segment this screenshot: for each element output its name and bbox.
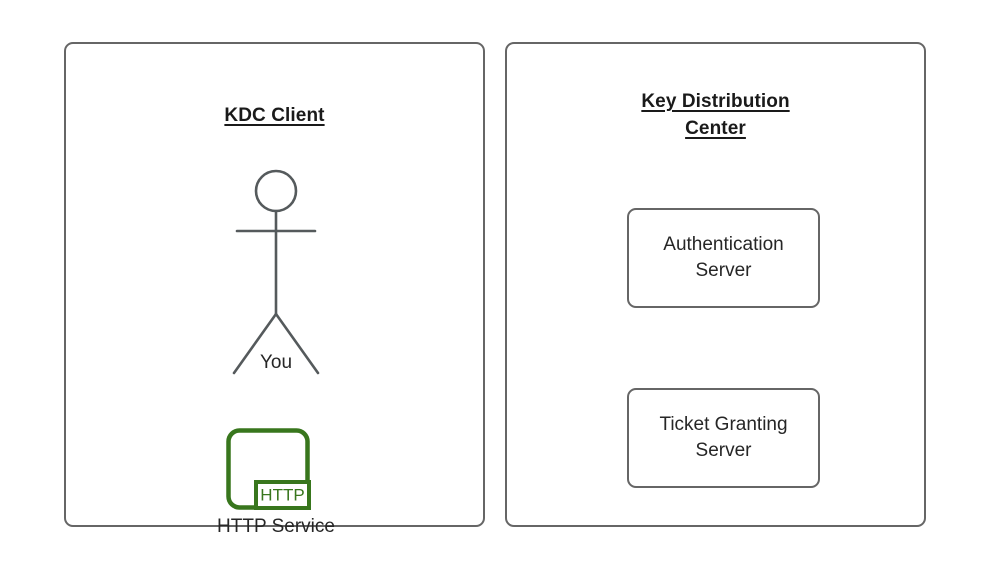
authentication-server-label: Authentication Server — [663, 232, 783, 284]
authentication-server-line-1: Authentication — [663, 234, 784, 255]
ticket-granting-server-box: Ticket Granting Server — [627, 388, 820, 488]
http-service-icon: HTTP — [226, 428, 311, 510]
kdc-client-title: KDC Client — [66, 102, 483, 129]
kdc-client-panel: KDC Client You HTTP HTTP Service — [64, 42, 485, 537]
actor-label: You — [259, 352, 293, 373]
key-distribution-center-panel: Key Distribution Center Authentication S… — [505, 42, 926, 527]
ticket-granting-server-label: Ticket Granting Server — [659, 412, 787, 464]
actor-you: You — [216, 162, 336, 392]
kdc-title: Key Distribution Center — [507, 88, 924, 142]
kdc-title-line-1: Key Distribution — [641, 91, 790, 112]
ticket-granting-server-line-1: Ticket Granting — [659, 414, 788, 435]
http-badge-text: HTTP — [260, 486, 304, 505]
http-service-label: HTTP Service — [217, 516, 335, 537]
kdc-client-title-text: KDC Client — [224, 105, 325, 126]
kdc-title-line-2: Center — [685, 118, 746, 139]
stick-figure-icon — [232, 169, 320, 375]
authentication-server-line-2: Server — [695, 260, 752, 281]
http-service: HTTP HTTP Service — [216, 424, 336, 537]
authentication-server-box: Authentication Server — [627, 208, 820, 308]
ticket-granting-server-line-2: Server — [695, 440, 752, 461]
